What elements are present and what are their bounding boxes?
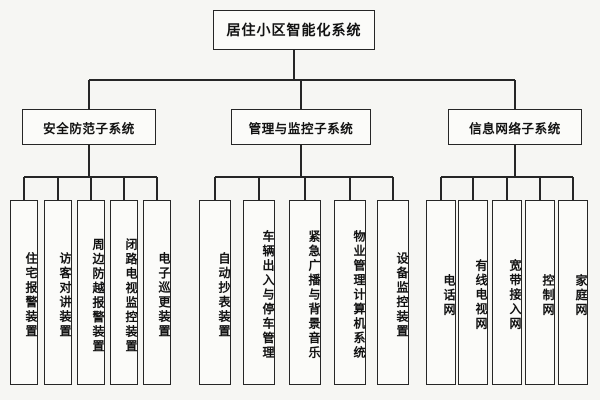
node-label: 物业管理计算机系统 [352, 230, 366, 361]
node-label: 安全防范子系统 [43, 120, 135, 136]
node-管理与监控子系统[interactable]: 管理与监控子系统 [231, 109, 371, 145]
node-有线电视网[interactable]: 有线电视网 [458, 200, 488, 385]
node-label: 闭路电视监控装置 [124, 237, 138, 354]
node-宽带接入网[interactable]: 宽带接入网 [492, 200, 522, 385]
node-家庭网[interactable]: 家庭网 [558, 200, 588, 385]
node-label: 设备监控装置 [395, 252, 409, 339]
node-闭路电视监控装置[interactable]: 闭路电视监控装置 [110, 200, 138, 385]
node-信息网络子系统[interactable]: 信息网络子系统 [448, 109, 582, 145]
node-label: 管理与监控子系统 [248, 120, 354, 136]
node-label: 控制网 [541, 273, 555, 318]
node-紧急广播与背景音乐[interactable]: 紧急广播与背景音乐 [289, 200, 321, 385]
node-label: 电子巡更装置 [157, 252, 171, 339]
node-控制网[interactable]: 控制网 [525, 200, 555, 385]
node-设备监控装置[interactable]: 设备监控装置 [377, 200, 409, 385]
node-label: 车辆出入与停车管理 [261, 230, 275, 361]
node-物业管理计算机系统[interactable]: 物业管理计算机系统 [334, 200, 366, 385]
node-访客对讲装置[interactable]: 访客对讲装置 [44, 200, 72, 385]
node-label: 周边防越报警装置 [91, 237, 105, 354]
node-label: 信息网络子系统 [469, 120, 561, 136]
node-label: 紧急广播与背景音乐 [307, 230, 321, 361]
node-label: 自动抄表装置 [217, 252, 231, 339]
node-label: 电话网 [442, 273, 456, 318]
node-label: 有线电视网 [474, 259, 488, 332]
node-电话网[interactable]: 电话网 [426, 200, 456, 385]
node-label: 宽带接入网 [508, 259, 522, 332]
node-住宅报警装置[interactable]: 住宅报警装置 [10, 200, 38, 385]
node-电子巡更装置[interactable]: 电子巡更装置 [143, 200, 171, 385]
node-label: 家庭网 [574, 273, 588, 318]
node-安全防范子系统[interactable]: 安全防范子系统 [22, 109, 156, 145]
node-label: 访客对讲装置 [58, 252, 72, 339]
node-车辆出入与停车管理[interactable]: 车辆出入与停车管理 [243, 200, 275, 385]
node-label: 住宅报警装置 [24, 252, 38, 339]
node-自动抄表装置[interactable]: 自动抄表装置 [199, 200, 231, 385]
node-周边防越报警装置[interactable]: 周边防越报警装置 [77, 200, 105, 385]
node-label: 居住小区智能化系统 [226, 23, 362, 39]
root-node[interactable]: 居住小区智能化系统 [213, 10, 375, 50]
